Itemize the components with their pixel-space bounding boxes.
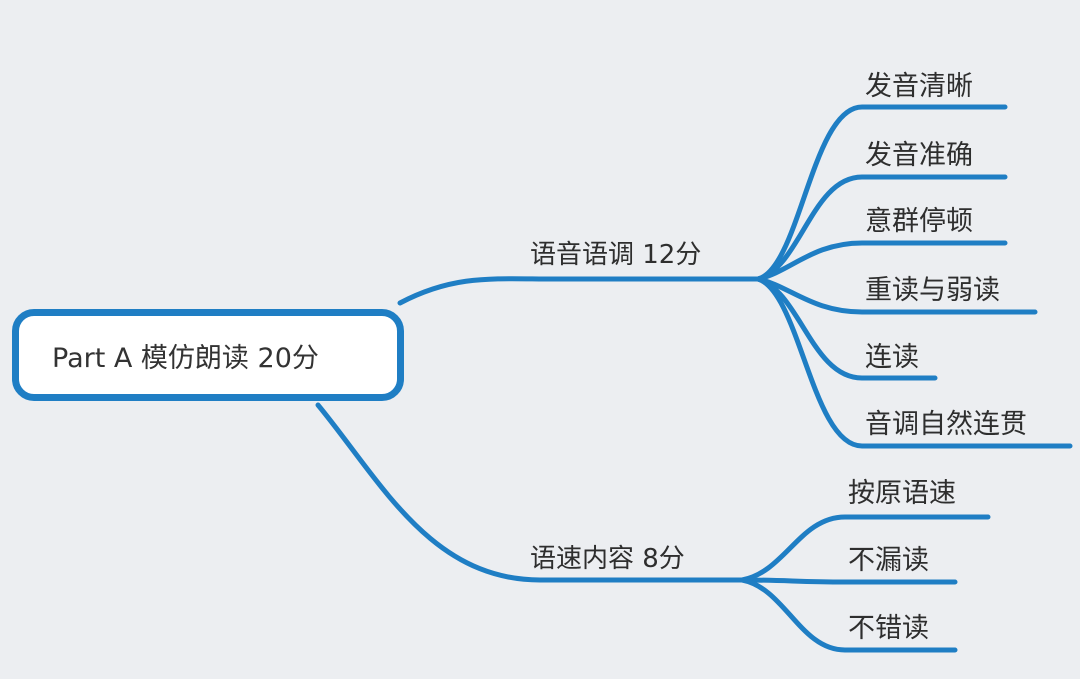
leaf-label: 发音准确 [865,140,973,171]
branch-label-speed-content: 语速内容 8分 [530,544,685,574]
connector-to-child-8 [739,577,958,585]
connector-to-child-7 [739,514,991,583]
connector-to-child-3 [755,240,1008,282]
leaf-label: 不漏读 [848,545,929,576]
leaf-label: 重读与弱读 [865,275,1000,306]
connector-root-to-pronunciation [397,276,761,306]
connector-root-to-speed [315,402,745,583]
root-node: Part A 模仿朗读 20分 [12,309,404,401]
connector-to-child-2 [755,174,1008,282]
connector-to-child-6 [755,276,1073,449]
connector-to-child-1 [755,104,1008,282]
branch-label-pronunciation: 语音语调 12分 [530,240,702,270]
leaf-label: 按原语速 [848,478,956,509]
root-label: Part A 模仿朗读 20分 [52,342,319,374]
leaf-label: 音调自然连贯 [865,409,1027,440]
leaf-label: 发音清晰 [865,71,973,102]
leaf-label: 不错读 [848,613,929,644]
leaf-label: 意群停顿 [865,206,973,237]
leaf-label: 连读 [865,342,919,373]
connector-to-child-9 [739,577,958,653]
